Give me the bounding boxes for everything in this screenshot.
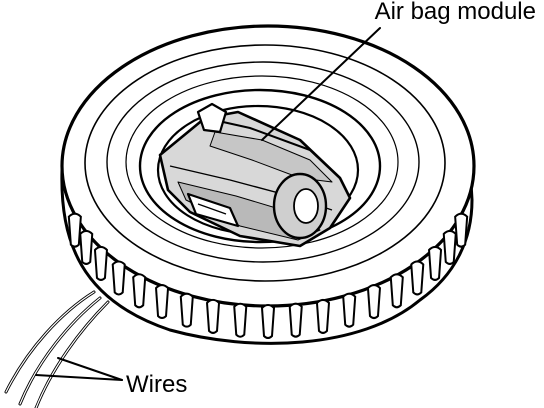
wire-bundle bbox=[4, 290, 110, 408]
tread-block bbox=[342, 292, 357, 328]
tread-block bbox=[288, 302, 303, 338]
tread-block bbox=[205, 298, 221, 334]
tread-block bbox=[389, 273, 404, 309]
tread-block bbox=[179, 292, 194, 328]
air-bag-module-label: Air bag module bbox=[374, 0, 536, 25]
tread-block bbox=[428, 245, 443, 281]
tread-block bbox=[454, 212, 469, 248]
wires-leader-line-1 bbox=[57, 357, 123, 381]
tread-block bbox=[410, 260, 425, 296]
tread-block bbox=[442, 229, 457, 265]
tread-block bbox=[154, 284, 170, 320]
wires-label: Wires bbox=[126, 371, 188, 398]
tread-block bbox=[67, 212, 82, 248]
tread-block bbox=[79, 229, 94, 265]
module-bracket-left bbox=[196, 102, 228, 134]
tread-block bbox=[132, 273, 147, 309]
tread-block bbox=[93, 245, 108, 281]
tread-block bbox=[233, 302, 248, 338]
tread-block bbox=[260, 304, 276, 339]
tread-block bbox=[315, 298, 331, 334]
tread-block bbox=[111, 260, 126, 296]
wires-leader-line-2 bbox=[35, 374, 123, 381]
tread-pattern bbox=[67, 212, 469, 339]
tread-block bbox=[366, 284, 382, 320]
air-bag-module bbox=[158, 102, 352, 248]
leader-lines bbox=[35, 27, 381, 381]
airbag-leader-line bbox=[261, 27, 381, 141]
